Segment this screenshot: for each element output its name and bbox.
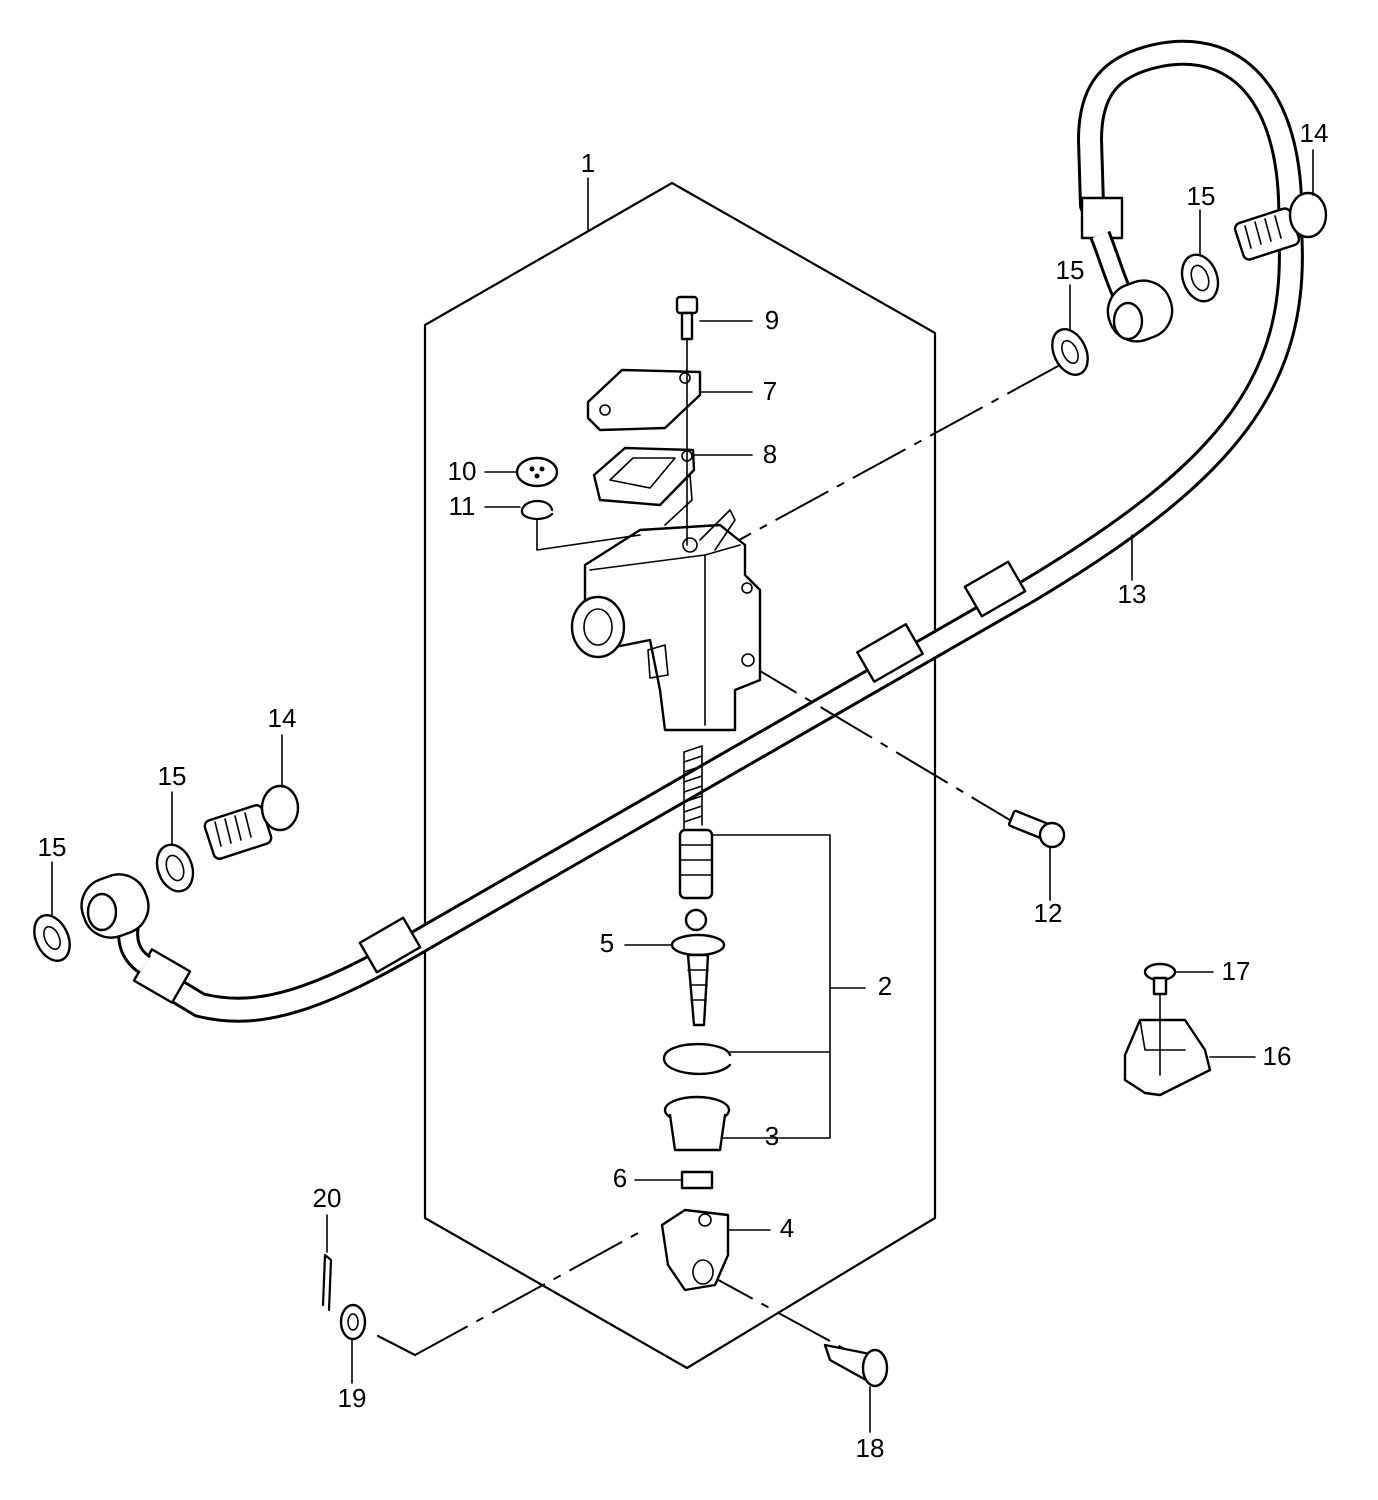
diaphragm <box>592 446 696 507</box>
label-12: 12 <box>1034 898 1063 928</box>
circlip-ring <box>662 1042 732 1076</box>
part-labels: 1 2 3 4 5 6 7 8 9 10 11 12 13 14 14 15 1… <box>38 118 1329 1463</box>
piston <box>678 828 714 900</box>
label-11: 11 <box>449 491 476 521</box>
label-7: 7 <box>763 376 777 406</box>
label-16: 16 <box>1263 1041 1292 1071</box>
circlip-11 <box>520 499 554 520</box>
label-15-d: 15 <box>38 832 67 862</box>
label-17: 17 <box>1222 956 1251 986</box>
bolt-12 <box>1008 809 1066 849</box>
label-10: 10 <box>448 456 477 486</box>
leader-lines <box>51 149 1314 1433</box>
banjo-end-lower <box>80 873 150 939</box>
label-18: 18 <box>856 1433 885 1463</box>
clevis <box>660 1208 730 1292</box>
screw-9 <box>675 295 699 341</box>
cotter-pin-20 <box>321 1253 333 1312</box>
label-15-c: 15 <box>158 761 187 791</box>
nut-6 <box>680 1170 714 1190</box>
screw-17 <box>1143 962 1177 996</box>
label-20: 20 <box>313 1183 342 1213</box>
push-rod <box>670 908 726 1027</box>
connector-10 <box>515 456 559 488</box>
label-3: 3 <box>765 1121 779 1151</box>
label-1: 1 <box>581 148 595 178</box>
clamp <box>1123 1018 1212 1097</box>
gasket-c <box>155 843 195 893</box>
label-9: 9 <box>765 305 779 335</box>
banjo-end-upper <box>1106 279 1174 343</box>
label-2: 2 <box>878 971 892 1001</box>
assembly-outline <box>423 181 937 1370</box>
reservoir-cap <box>586 368 702 432</box>
pin-18 <box>823 1343 889 1388</box>
brake-hose <box>117 39 1304 1023</box>
label-15-a: 15 <box>1187 181 1216 211</box>
boot <box>663 1095 731 1152</box>
label-4: 4 <box>780 1213 794 1243</box>
label-8: 8 <box>763 439 777 469</box>
label-19: 19 <box>338 1383 367 1413</box>
spring <box>683 745 703 831</box>
union-bolt-upper <box>1233 191 1328 261</box>
washer-19 <box>339 1303 367 1341</box>
label-14-lower: 14 <box>268 703 297 733</box>
gasket-a <box>1051 328 1089 376</box>
master-cylinder-body <box>570 509 762 732</box>
label-6: 6 <box>613 1163 627 1193</box>
label-13: 13 <box>1118 579 1147 609</box>
label-14-upper: 14 <box>1300 118 1329 148</box>
union-bolt-lower <box>203 784 300 860</box>
gasket-b <box>1180 253 1220 303</box>
gasket-d <box>33 914 71 962</box>
label-5: 5 <box>600 928 614 958</box>
label-15-b: 15 <box>1056 255 1085 285</box>
